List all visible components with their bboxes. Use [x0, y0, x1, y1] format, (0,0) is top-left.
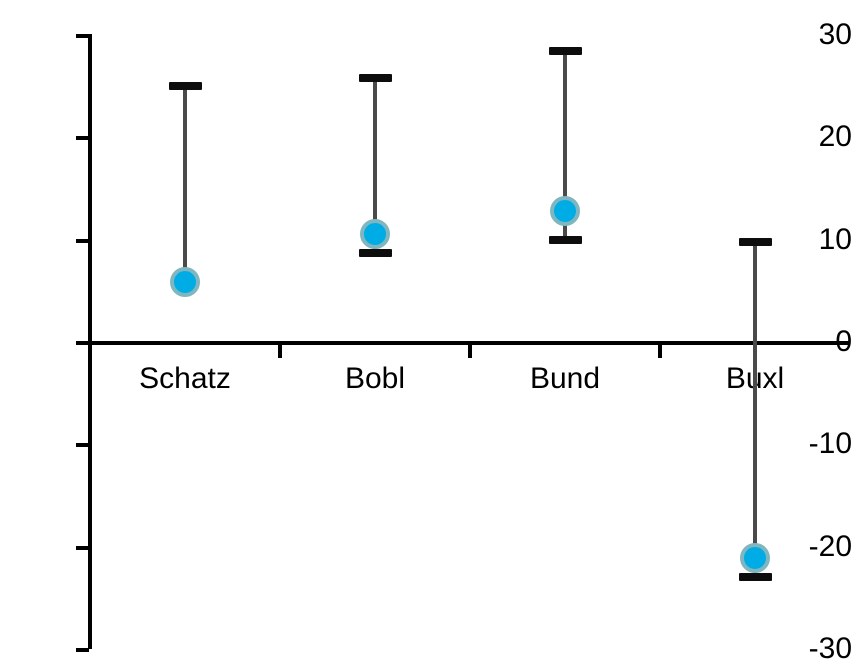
y-axis-tick-label: -20	[808, 529, 852, 563]
x-axis-tick	[468, 345, 472, 358]
range-high-cap-bobl	[358, 73, 392, 82]
y-axis-tick-label: 10	[818, 222, 852, 256]
category-label-schatz: Schatz	[139, 362, 231, 395]
range-line-bobl	[373, 77, 377, 253]
range-high-cap-buxl	[738, 237, 772, 246]
range-high-cap-schatz	[168, 82, 202, 91]
y-axis-tick	[76, 34, 89, 38]
y-axis-tick	[76, 648, 89, 652]
range-low-cap-bobl	[358, 248, 392, 257]
category-label-bund: Bund	[529, 362, 601, 395]
data-point-schatz[interactable]	[170, 266, 200, 297]
y-axis-tick	[76, 136, 89, 141]
y-axis-tick	[76, 443, 89, 448]
y-axis-tick-label: -10	[808, 427, 852, 461]
data-point-buxl[interactable]	[740, 542, 770, 573]
y-axis-tick-label: 30	[818, 18, 852, 51]
y-axis-tick-label: 20	[818, 120, 852, 154]
range-line-bund	[563, 51, 567, 240]
range-high-cap-bund	[548, 47, 582, 56]
y-axis-tick	[76, 341, 89, 345]
data-point-bobl[interactable]	[360, 218, 390, 249]
x-axis-tick	[658, 345, 662, 358]
y-axis-tick-label: -30	[808, 632, 852, 665]
range-low-cap-buxl	[738, 573, 772, 582]
range-line-schatz	[183, 86, 187, 282]
range-low-cap-bund	[548, 235, 582, 244]
x-axis-tick	[278, 345, 282, 358]
category-label-bobl: Bobl	[344, 362, 406, 395]
data-point-bund[interactable]	[550, 195, 580, 226]
range-line-buxl	[753, 241, 757, 578]
x-axis-line	[88, 341, 850, 345]
y-axis-tick	[76, 238, 89, 243]
y-axis-tick	[76, 545, 89, 550]
